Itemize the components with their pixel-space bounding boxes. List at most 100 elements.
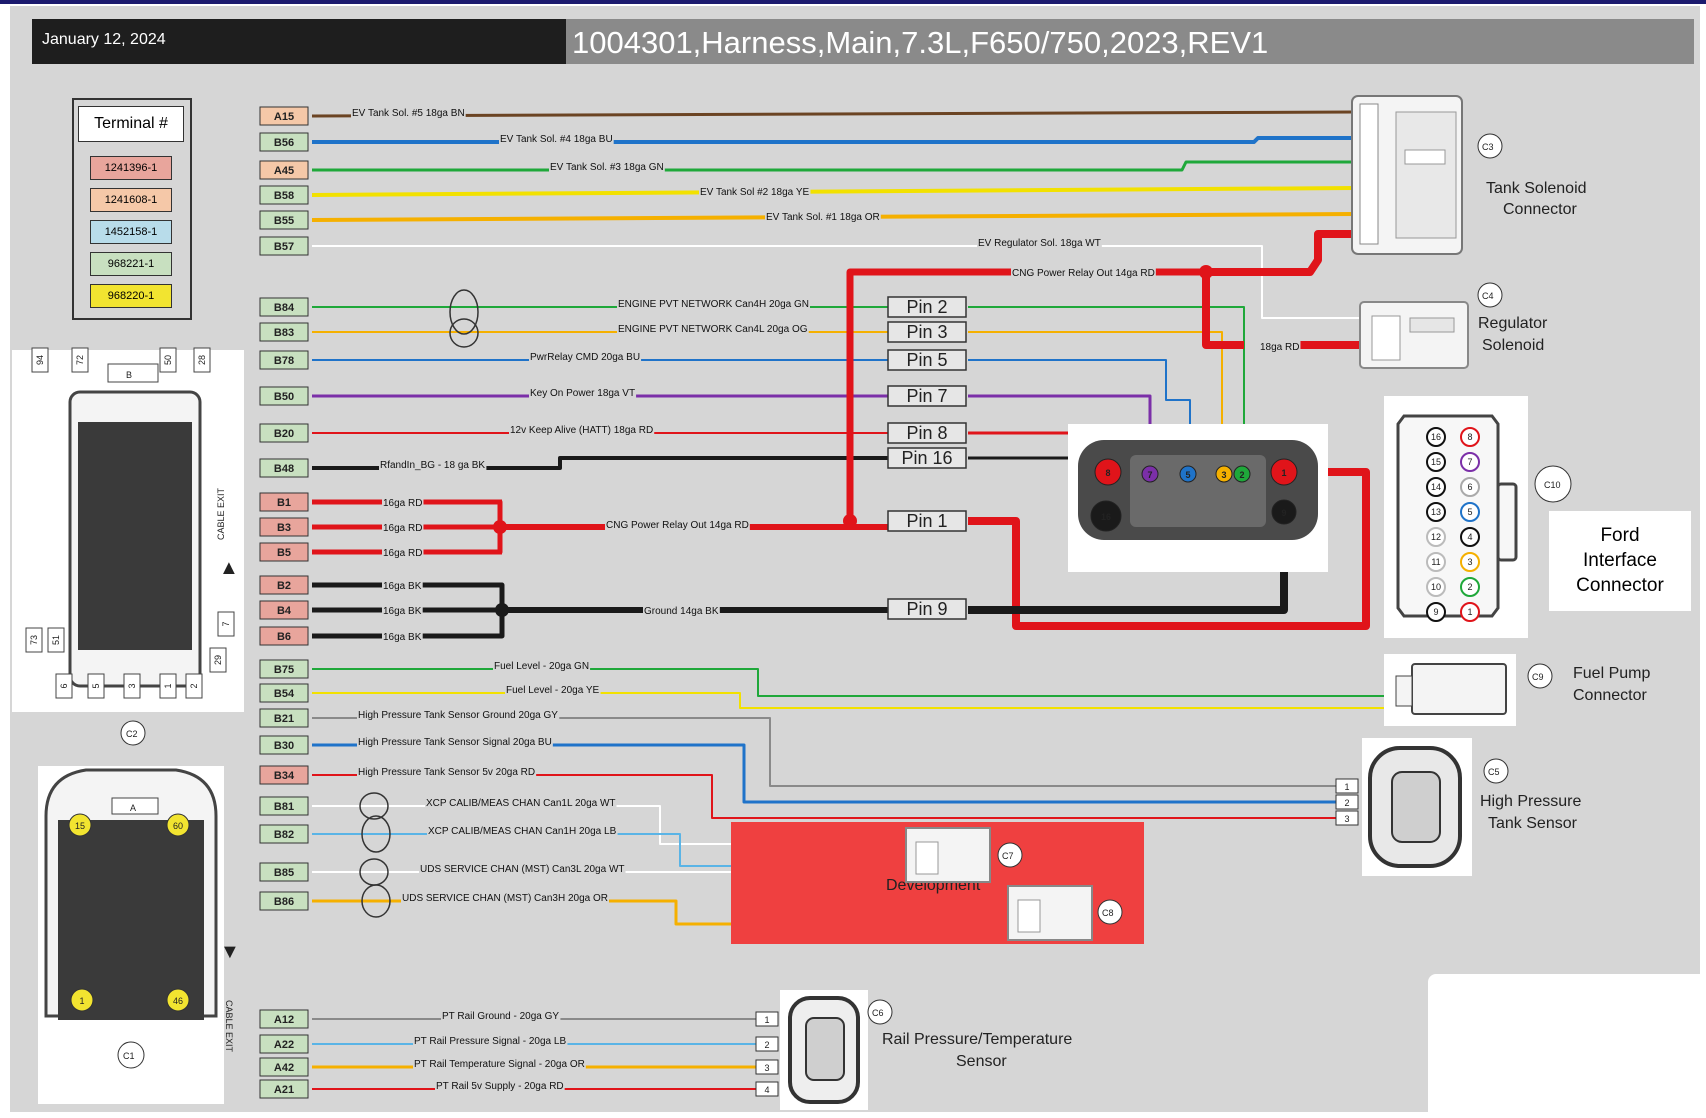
- sensor-pin-box: [755, 1011, 779, 1027]
- terminal-tag: [259, 517, 309, 537]
- wire-label-bg: [419, 863, 626, 876]
- wire-b56: [312, 136, 1354, 144]
- c2-pin-tag: [185, 673, 203, 699]
- blank-panel: [1428, 974, 1700, 1112]
- terminal-tag: [259, 1079, 309, 1099]
- terminal-tag-label: B34: [274, 770, 295, 782]
- ford-label-line1: Ford: [1600, 525, 1640, 546]
- terminal-tag-label: B78: [274, 355, 294, 367]
- sensor-pin-box: [1335, 794, 1359, 810]
- wire-label: High Pressure Tank Sensor Signal 20ga BU: [358, 737, 552, 748]
- terminal-tag-label: B3: [277, 522, 291, 534]
- terminal-tag-label: A21: [274, 1084, 294, 1096]
- wire-label-bg: [357, 766, 537, 779]
- wire-label-bg: [617, 323, 809, 336]
- terminal-tag: [259, 708, 309, 728]
- c1-block-label: A: [130, 803, 136, 813]
- c6-connector: C6 Rail Pressure/Temperature Sensor: [780, 990, 1072, 1110]
- wire-label-bg: [1259, 341, 1301, 354]
- c1-pin-label: 60: [173, 821, 183, 831]
- wire-label: EV Regulator Sol. 18ga WT: [978, 238, 1101, 249]
- terminal-tag: [259, 106, 309, 126]
- legend-item: 1241396-1: [90, 156, 172, 180]
- pin-box-label: Pin 7: [906, 386, 947, 406]
- pin-box: [887, 598, 967, 620]
- c2-pin-tag: [71, 347, 89, 373]
- terminal-tag-label: B75: [274, 664, 294, 676]
- c10-pin: [1460, 452, 1480, 472]
- c10-pin-label: 16: [1431, 432, 1441, 442]
- c4-connector: C4 Regulator Solenoid: [1359, 282, 1548, 369]
- wire-cng-c3: [1206, 230, 1354, 276]
- c10-pin-label: 6: [1467, 482, 1472, 492]
- down-arrow-icon: ▼: [220, 941, 240, 963]
- pin-box: [887, 296, 967, 318]
- terminal-tag-label: B20: [274, 428, 294, 440]
- c10-pin: [1460, 602, 1480, 622]
- wire-label: Key On Power 18ga VT: [530, 388, 635, 399]
- sensor-pin-label: 4: [764, 1085, 769, 1095]
- c10-pin-label: 4: [1467, 532, 1472, 542]
- relay-pin: [1233, 465, 1251, 483]
- c2-pin-tag: [123, 673, 141, 699]
- date-header: January 12, 2024: [32, 19, 566, 64]
- pin-box-label: Pin 2: [906, 297, 947, 317]
- c2-pin-label: 1: [163, 683, 173, 688]
- wire-label-bg: [401, 892, 609, 905]
- sensor-pin-label: 2: [764, 1040, 769, 1050]
- wire-label: 16ga BK: [383, 606, 422, 617]
- twisted-pair-loop: [449, 289, 479, 335]
- relay-pin-label: 7: [1147, 470, 1152, 480]
- wire-label-bg: [549, 161, 665, 174]
- c4-label-line2: Solenoid: [1482, 337, 1544, 354]
- c9-label-line2: Connector: [1573, 687, 1647, 704]
- c2-id: C2: [126, 729, 138, 739]
- pin-box: [887, 422, 967, 444]
- relay-pin: [1090, 500, 1122, 532]
- legend-title: Terminal #: [78, 106, 184, 142]
- c2-pin-tag: [209, 647, 227, 673]
- relay-pin-label: 3: [1221, 470, 1226, 480]
- c1-id: C1: [123, 1051, 135, 1061]
- c10-pin-label: 14: [1431, 482, 1441, 492]
- wire-label-bg: [382, 497, 424, 510]
- wire-label: 16ga RD: [383, 548, 422, 559]
- c8-connector: C8: [1007, 885, 1123, 941]
- terminal-tag: [259, 1057, 309, 1077]
- wire-label: RfandIn_BG - 18 ga BK: [380, 460, 485, 471]
- terminal-tag: [259, 322, 309, 342]
- wire-label: 12v Keep Alive (HATT) 18ga RD: [510, 425, 653, 436]
- wire-label: EV Tank Sol. #4 18ga BU: [500, 134, 613, 145]
- wire-label-bg: [505, 684, 601, 697]
- c10-pin-label: 5: [1467, 507, 1472, 517]
- c8-id: C8: [1102, 908, 1114, 918]
- relay-pin-label: 5: [1185, 470, 1190, 480]
- wire-b34: [312, 774, 1344, 819]
- terminal-tag: [259, 160, 309, 180]
- c1-pin-label: 46: [173, 996, 183, 1006]
- terminal-tag-label: B85: [274, 867, 294, 879]
- twisted-pair-loop: [449, 318, 479, 348]
- c2-pin-tag: [31, 347, 49, 373]
- c10-pin: [1460, 552, 1480, 572]
- wire-label: High Pressure Tank Sensor Ground 20ga GY: [358, 710, 558, 721]
- legend-item: 1452158-1: [90, 220, 172, 244]
- wire-pin1: [968, 468, 1370, 630]
- wire-label-bg: [617, 298, 810, 311]
- wire-label-bg: [382, 580, 423, 593]
- wire-pin2: [968, 306, 1245, 462]
- wire-label: PT Rail Ground - 20ga GY: [442, 1011, 559, 1022]
- wire-label-bg: [441, 1010, 561, 1023]
- relay-pin: [1271, 499, 1297, 525]
- c9-id: C9: [1532, 672, 1544, 682]
- terminal-tag: [259, 458, 309, 478]
- pin-box: [887, 447, 967, 469]
- terminal-tag-label: A12: [274, 1014, 294, 1026]
- c6-label-line2: Sensor: [956, 1053, 1007, 1070]
- wire-b75: [312, 668, 1394, 697]
- terminal-tag-label: A15: [274, 111, 294, 123]
- c4-id: C4: [1482, 291, 1494, 301]
